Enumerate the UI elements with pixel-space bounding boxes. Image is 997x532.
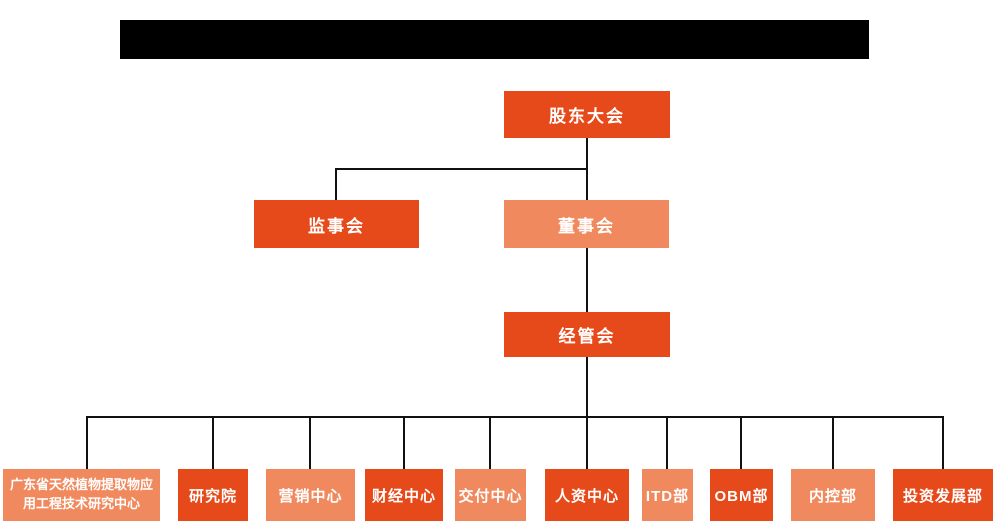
connector-board-to-management xyxy=(586,248,588,312)
org-node-dept-internal-control: 内控部 xyxy=(791,469,875,521)
org-node-dept-investment-development: 投资发展部 xyxy=(893,469,993,521)
connector-shareholders-down xyxy=(586,137,588,169)
org-node-dept-marketing-center: 营销中心 xyxy=(266,469,355,521)
org-node-dept-research-institute: 研究院 xyxy=(178,469,248,521)
connector-bottom-horizontal xyxy=(86,416,944,418)
connector-drop-dept-7 xyxy=(666,416,668,469)
redacted-title-bar xyxy=(120,20,869,59)
org-node-dept-hr-center: 人资中心 xyxy=(545,469,629,521)
connector-drop-dept-3 xyxy=(309,416,311,469)
connector-to-board xyxy=(586,168,588,201)
org-node-board-of-directors: 董事会 xyxy=(504,200,669,248)
org-node-shareholders-meeting: 股东大会 xyxy=(504,91,670,138)
org-node-management-committee: 经管会 xyxy=(504,312,670,357)
org-node-dept-research-center: 广东省天然植物提取物应用工程技术研究中心 xyxy=(3,469,160,521)
connector-drop-dept-6 xyxy=(586,416,588,469)
org-node-dept-itd: ITD部 xyxy=(642,469,693,521)
org-node-dept-delivery-center: 交付中心 xyxy=(455,469,526,521)
connector-drop-dept-9 xyxy=(832,416,834,469)
org-node-supervisory-board: 监事会 xyxy=(254,200,419,248)
connector-drop-dept-10 xyxy=(942,416,944,469)
connector-drop-dept-1 xyxy=(86,416,88,469)
connector-drop-dept-8 xyxy=(740,416,742,469)
connector-to-supervisory xyxy=(335,168,337,201)
connector-drop-dept-2 xyxy=(212,416,214,469)
connector-drop-dept-4 xyxy=(403,416,405,469)
connector-row2-horizontal xyxy=(335,168,588,170)
org-node-dept-obm: OBM部 xyxy=(710,469,773,521)
connector-management-down xyxy=(586,357,588,417)
org-node-dept-finance-center: 财经中心 xyxy=(365,469,443,521)
connector-drop-dept-5 xyxy=(489,416,491,469)
